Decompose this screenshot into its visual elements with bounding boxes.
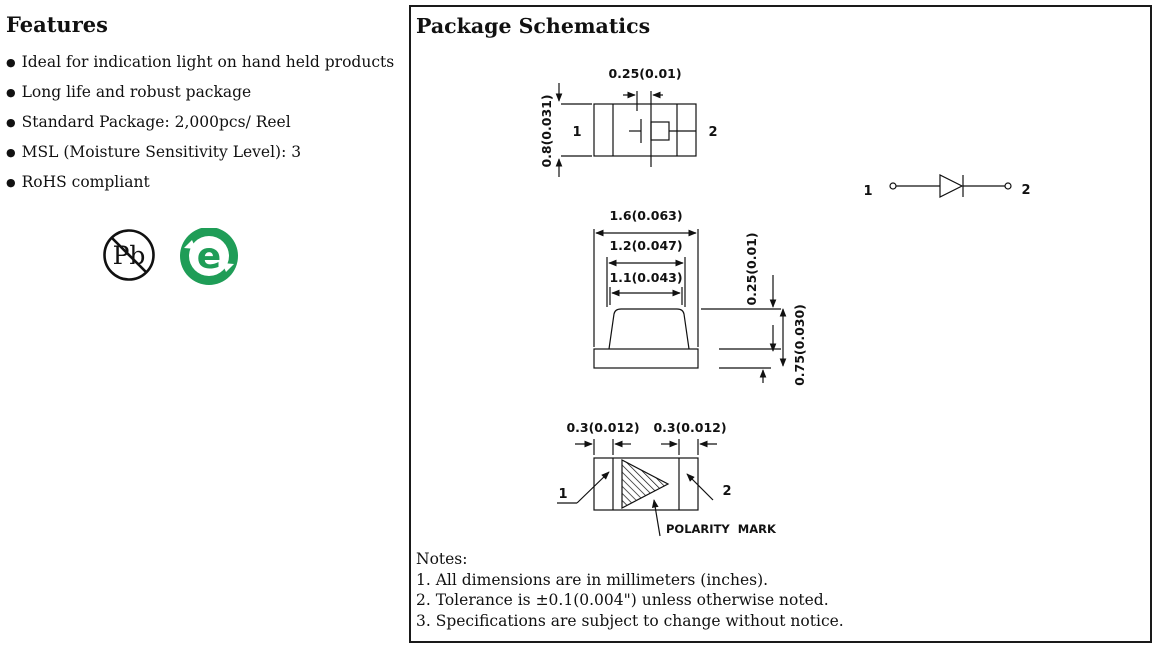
side-overall-width-dimension: 1.6(0.063) [609, 208, 682, 223]
right-pad-dimension: 0.3(0.012) [653, 420, 726, 435]
top-pin1-label: 1 [572, 125, 581, 140]
note-line: 3. Specifications are subject to change … [416, 611, 844, 630]
side-view [593, 229, 787, 383]
note-line: 1. All dimensions are in millimeters (in… [416, 570, 769, 589]
feature-item: Standard Package: 2,000pcs/ Reel [6, 110, 394, 140]
bottom-pin1-label: 1 [558, 487, 567, 502]
polarity-mark-label: POLARITY MARK [666, 522, 777, 536]
total-height-dimension: 0.75(0.030) [792, 304, 807, 386]
feature-item: Ideal for indication light on hand held … [6, 50, 395, 80]
bottom-pin2-label: 2 [722, 484, 731, 499]
side-mid-width-dimension: 1.2(0.047) [609, 238, 682, 253]
top-view [555, 83, 697, 177]
top-width-dimension: 0.25(0.01) [608, 66, 681, 81]
features-list: Ideal for indication light on hand held … [6, 50, 395, 200]
notes-heading: Notes: [416, 550, 468, 568]
side-inner-width-dimension: 1.1(0.043) [609, 270, 682, 285]
diode-symbol [889, 174, 1012, 198]
schematic-heading: Package Schematics [416, 14, 651, 38]
notes-block: Notes: 1. All dimensions are in millimet… [416, 549, 844, 631]
bottom-view [557, 439, 717, 537]
left-pad-dimension: 0.3(0.012) [566, 420, 639, 435]
diode-pin1-label: 1 [863, 184, 872, 199]
top-height-dimension: 0.8(0.031) [539, 94, 554, 167]
feature-item: MSL (Moisture Sensitivity Level): 3 [6, 140, 394, 170]
compliance-badges: Pb e [102, 227, 242, 290]
schematic-drawing: 0.25(0.01) 0.8(0.031) 1 2 1.6(0.063) 1 [539, 66, 1031, 537]
lens-height-dimension: 0.25(0.01) [744, 232, 759, 305]
note-line: 2. Tolerance is ±0.1(0.004") unless othe… [416, 591, 829, 609]
eco-label: e [197, 236, 221, 277]
diode-pin2-label: 2 [1021, 183, 1030, 198]
feature-item: RoHS compliant [6, 170, 394, 200]
package-schematics-panel: Package Schematics [409, 5, 1152, 643]
pb-free-icon: Pb [103, 229, 155, 281]
features-heading: Features [6, 12, 108, 37]
top-pin2-label: 2 [708, 125, 717, 140]
feature-item: Long life and robust package [6, 80, 394, 110]
eco-friendly-icon: e [180, 227, 238, 285]
